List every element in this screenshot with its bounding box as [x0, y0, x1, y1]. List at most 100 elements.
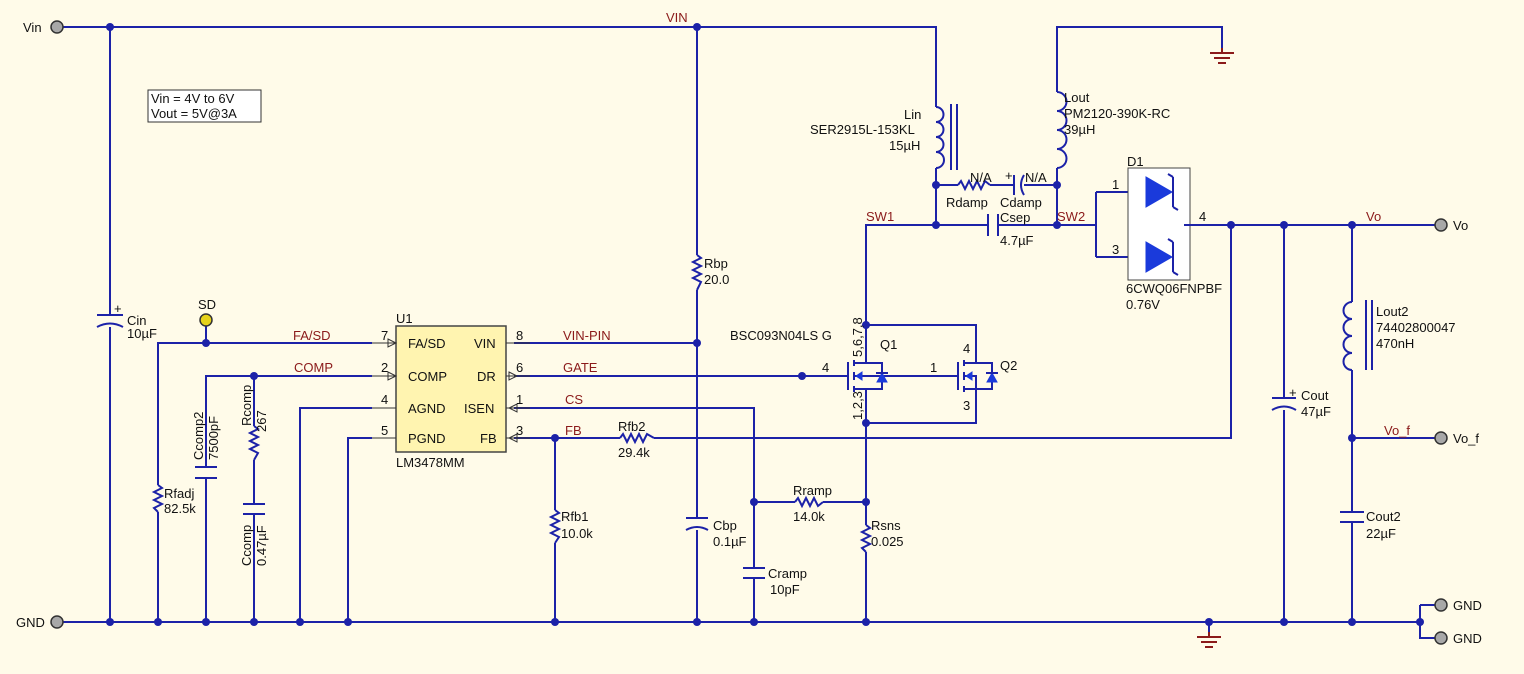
d1-pin-4: 4 — [1199, 209, 1206, 224]
cout2-ref: Cout2 — [1366, 509, 1401, 524]
ic-u1-pin-3: 3 — [516, 423, 523, 438]
csep-value: 4.7µF — [1000, 233, 1034, 248]
capacitor-cbp[interactable]: Cbp 0.1µF — [685, 517, 747, 549]
cdamp-value: N/A — [1025, 170, 1047, 185]
port-gnd-right-2[interactable]: GND — [1434, 631, 1482, 646]
lout-ref: Lout — [1064, 90, 1090, 105]
inductor-lout2[interactable]: Lout2 74402800047 470nH — [1342, 300, 1456, 371]
mosfet-q1[interactable]: 4 5,6,7,8 1,2,3 Q1 BSC093N04LS G — [730, 317, 897, 420]
net-label-comp: COMP — [294, 360, 333, 375]
rramp-value: 14.0k — [793, 509, 825, 524]
port-gnd-left-label: GND — [16, 615, 45, 630]
rsns-value: 0.025 — [871, 534, 904, 549]
rfadj-ref: Rfadj — [164, 486, 194, 501]
cin-value: 10µF — [127, 326, 157, 341]
ic-u1-pin-fb: FB — [480, 431, 497, 446]
inductor-lin[interactable]: Lin SER2915L-153KL 15µH — [810, 104, 958, 170]
ic-u1-pin-vin: VIN — [474, 336, 496, 351]
port-gnd-right-2-label: GND — [1453, 631, 1482, 646]
cramp-value: 10pF — [770, 582, 800, 597]
rramp-ref: Rramp — [793, 483, 832, 498]
resistor-rfb2[interactable]: Rfb2 29.4k — [618, 419, 655, 460]
net-label-fb: FB — [565, 423, 582, 438]
lout-part: PM2120-390K-RC — [1064, 106, 1170, 121]
lout-value: 39µH — [1064, 122, 1095, 137]
capacitor-cdamp[interactable]: + N/A Cdamp — [1000, 168, 1047, 210]
port-gnd-right-1[interactable]: GND — [1434, 598, 1482, 613]
q1-part: BSC093N04LS G — [730, 328, 832, 343]
d1-value: 0.76V — [1126, 297, 1160, 312]
csep-ref: Csep — [1000, 210, 1030, 225]
port-vin-label: Vin — [23, 20, 42, 35]
rfb1-ref: Rfb1 — [561, 509, 588, 524]
rbp-value: 20.0 — [704, 272, 729, 287]
ic-u1-pin-pgnd: PGND — [408, 431, 446, 446]
resistor-rfadj[interactable]: Rfadj 82.5k — [151, 484, 196, 516]
resistor-rdamp[interactable]: N/A Rdamp — [946, 170, 992, 210]
port-vo-f[interactable]: Vo_f — [1434, 431, 1479, 446]
resistor-rramp[interactable]: Rramp 14.0k — [793, 483, 832, 524]
net-label-cs: CS — [565, 392, 583, 407]
port-vo-label: Vo — [1453, 218, 1468, 233]
ccomp-ref: Ccomp — [239, 525, 254, 566]
cbp-value: 0.1µF — [713, 534, 747, 549]
lin-ref: Lin — [904, 107, 921, 122]
cin-ref: Cin — [127, 313, 147, 328]
ic-u1-pin-6: 6 — [516, 360, 523, 375]
rfb2-value: 29.4k — [618, 445, 650, 460]
port-sd[interactable]: SD — [198, 297, 216, 327]
lout2-value: 470nH — [1376, 336, 1414, 351]
port-vo[interactable]: Vo — [1434, 218, 1468, 233]
net-label-vin: VIN — [666, 10, 688, 25]
d1-pin-3: 3 — [1112, 242, 1119, 257]
capacitor-cramp[interactable]: Cramp 10pF — [743, 566, 807, 597]
inductor-lout[interactable]: Lout PM2120-390K-RC 39µH — [1056, 90, 1170, 169]
ic-u1[interactable]: U1 LM3478MM 7 FA/SD 2 COMP 4 AGND 5 PGND… — [372, 311, 530, 470]
q1-gate-pin: 4 — [822, 360, 829, 375]
cin-polarity: + — [114, 301, 122, 316]
net-label-fa-sd: FA/SD — [293, 328, 331, 343]
capacitor-cout[interactable]: + Cout 47µF — [1271, 385, 1331, 419]
resistor-rbp[interactable]: Rbp 20.0 — [690, 254, 729, 291]
ic-u1-part: LM3478MM — [396, 455, 465, 470]
net-label-gate: GATE — [563, 360, 598, 375]
capacitor-csep[interactable]: Csep 4.7µF — [987, 210, 1034, 248]
cout-polarity: + — [1289, 385, 1297, 400]
spec-note-line-2: Vout = 5V@3A — [151, 106, 237, 121]
diode-d1[interactable]: D1 1 3 4 6CWQ06FNPBF 0.76V — [1112, 154, 1231, 312]
capacitor-ccomp2[interactable]: Ccomp2 7500pF — [191, 412, 221, 479]
capacitor-cout2[interactable]: Cout2 22µF — [1340, 509, 1401, 541]
capacitor-ccomp[interactable]: Ccomp 0.47µF — [239, 503, 269, 566]
ic-u1-pin-agnd: AGND — [408, 401, 446, 416]
resistor-rsns[interactable]: Rsns 0.025 — [859, 518, 904, 553]
q1-source-pins: 1,2,3 — [850, 391, 865, 420]
resistor-rcomp[interactable]: Rcomp 267 — [239, 385, 269, 461]
port-sd-label: SD — [198, 297, 216, 312]
port-gnd-left[interactable]: GND — [16, 615, 64, 630]
lin-value: 15µH — [889, 138, 920, 153]
cdamp-polarity: + — [1005, 168, 1013, 183]
rcomp-value: 267 — [254, 410, 269, 432]
ccomp2-ref: Ccomp2 — [191, 412, 206, 460]
net-label-sw1: SW1 — [866, 209, 894, 224]
capacitor-cin[interactable]: + Cin 10µF — [96, 301, 157, 341]
d1-pin-1: 1 — [1112, 177, 1119, 192]
cout2-value: 22µF — [1366, 526, 1396, 541]
q1-ref: Q1 — [880, 337, 897, 352]
ground-symbol-top — [1210, 48, 1234, 64]
mosfet-q2[interactable]: 1 4 3 Q2 — [930, 341, 1017, 413]
lout2-ref: Lout2 — [1376, 304, 1409, 319]
port-vin[interactable]: Vin — [23, 20, 64, 35]
q2-drain-pin: 4 — [963, 341, 970, 356]
net-label-vo-f: Vo_f — [1384, 423, 1410, 438]
ic-u1-pin-2: 2 — [381, 360, 388, 375]
ic-u1-pin-5: 5 — [381, 423, 388, 438]
d1-part: 6CWQ06FNPBF — [1126, 281, 1222, 296]
ground-symbol-bottom — [1197, 632, 1221, 648]
rfb2-ref: Rfb2 — [618, 419, 645, 434]
q2-gate-pin: 1 — [930, 360, 937, 375]
resistor-rfb1[interactable]: Rfb1 10.0k — [548, 509, 593, 544]
cdamp-ref: Cdamp — [1000, 195, 1042, 210]
ic-u1-pin-dr: DR — [477, 369, 496, 384]
